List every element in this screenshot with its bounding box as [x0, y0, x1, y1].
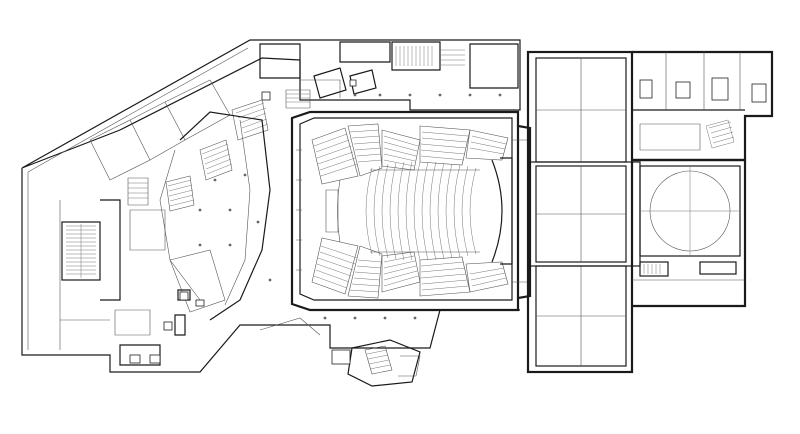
seating-side-blocks: [311, 123, 509, 299]
lobby-fixtures: [129, 79, 357, 364]
upper-rooms: [89, 41, 519, 181]
proscenium: [491, 126, 528, 298]
lobby-stairs: [127, 89, 311, 212]
stage: [526, 50, 641, 374]
building-envelope: [21, 39, 521, 373]
dressing-rooms: [632, 50, 774, 162]
column-grid: [198, 93, 502, 320]
studio-seating: [61, 221, 101, 281]
lower-stair-tower: [331, 339, 421, 387]
rehearsal-room: [632, 158, 747, 308]
lobby-walls: [100, 111, 321, 366]
seating-stalls: [325, 161, 480, 261]
auditorium-enclosure: [290, 110, 532, 312]
